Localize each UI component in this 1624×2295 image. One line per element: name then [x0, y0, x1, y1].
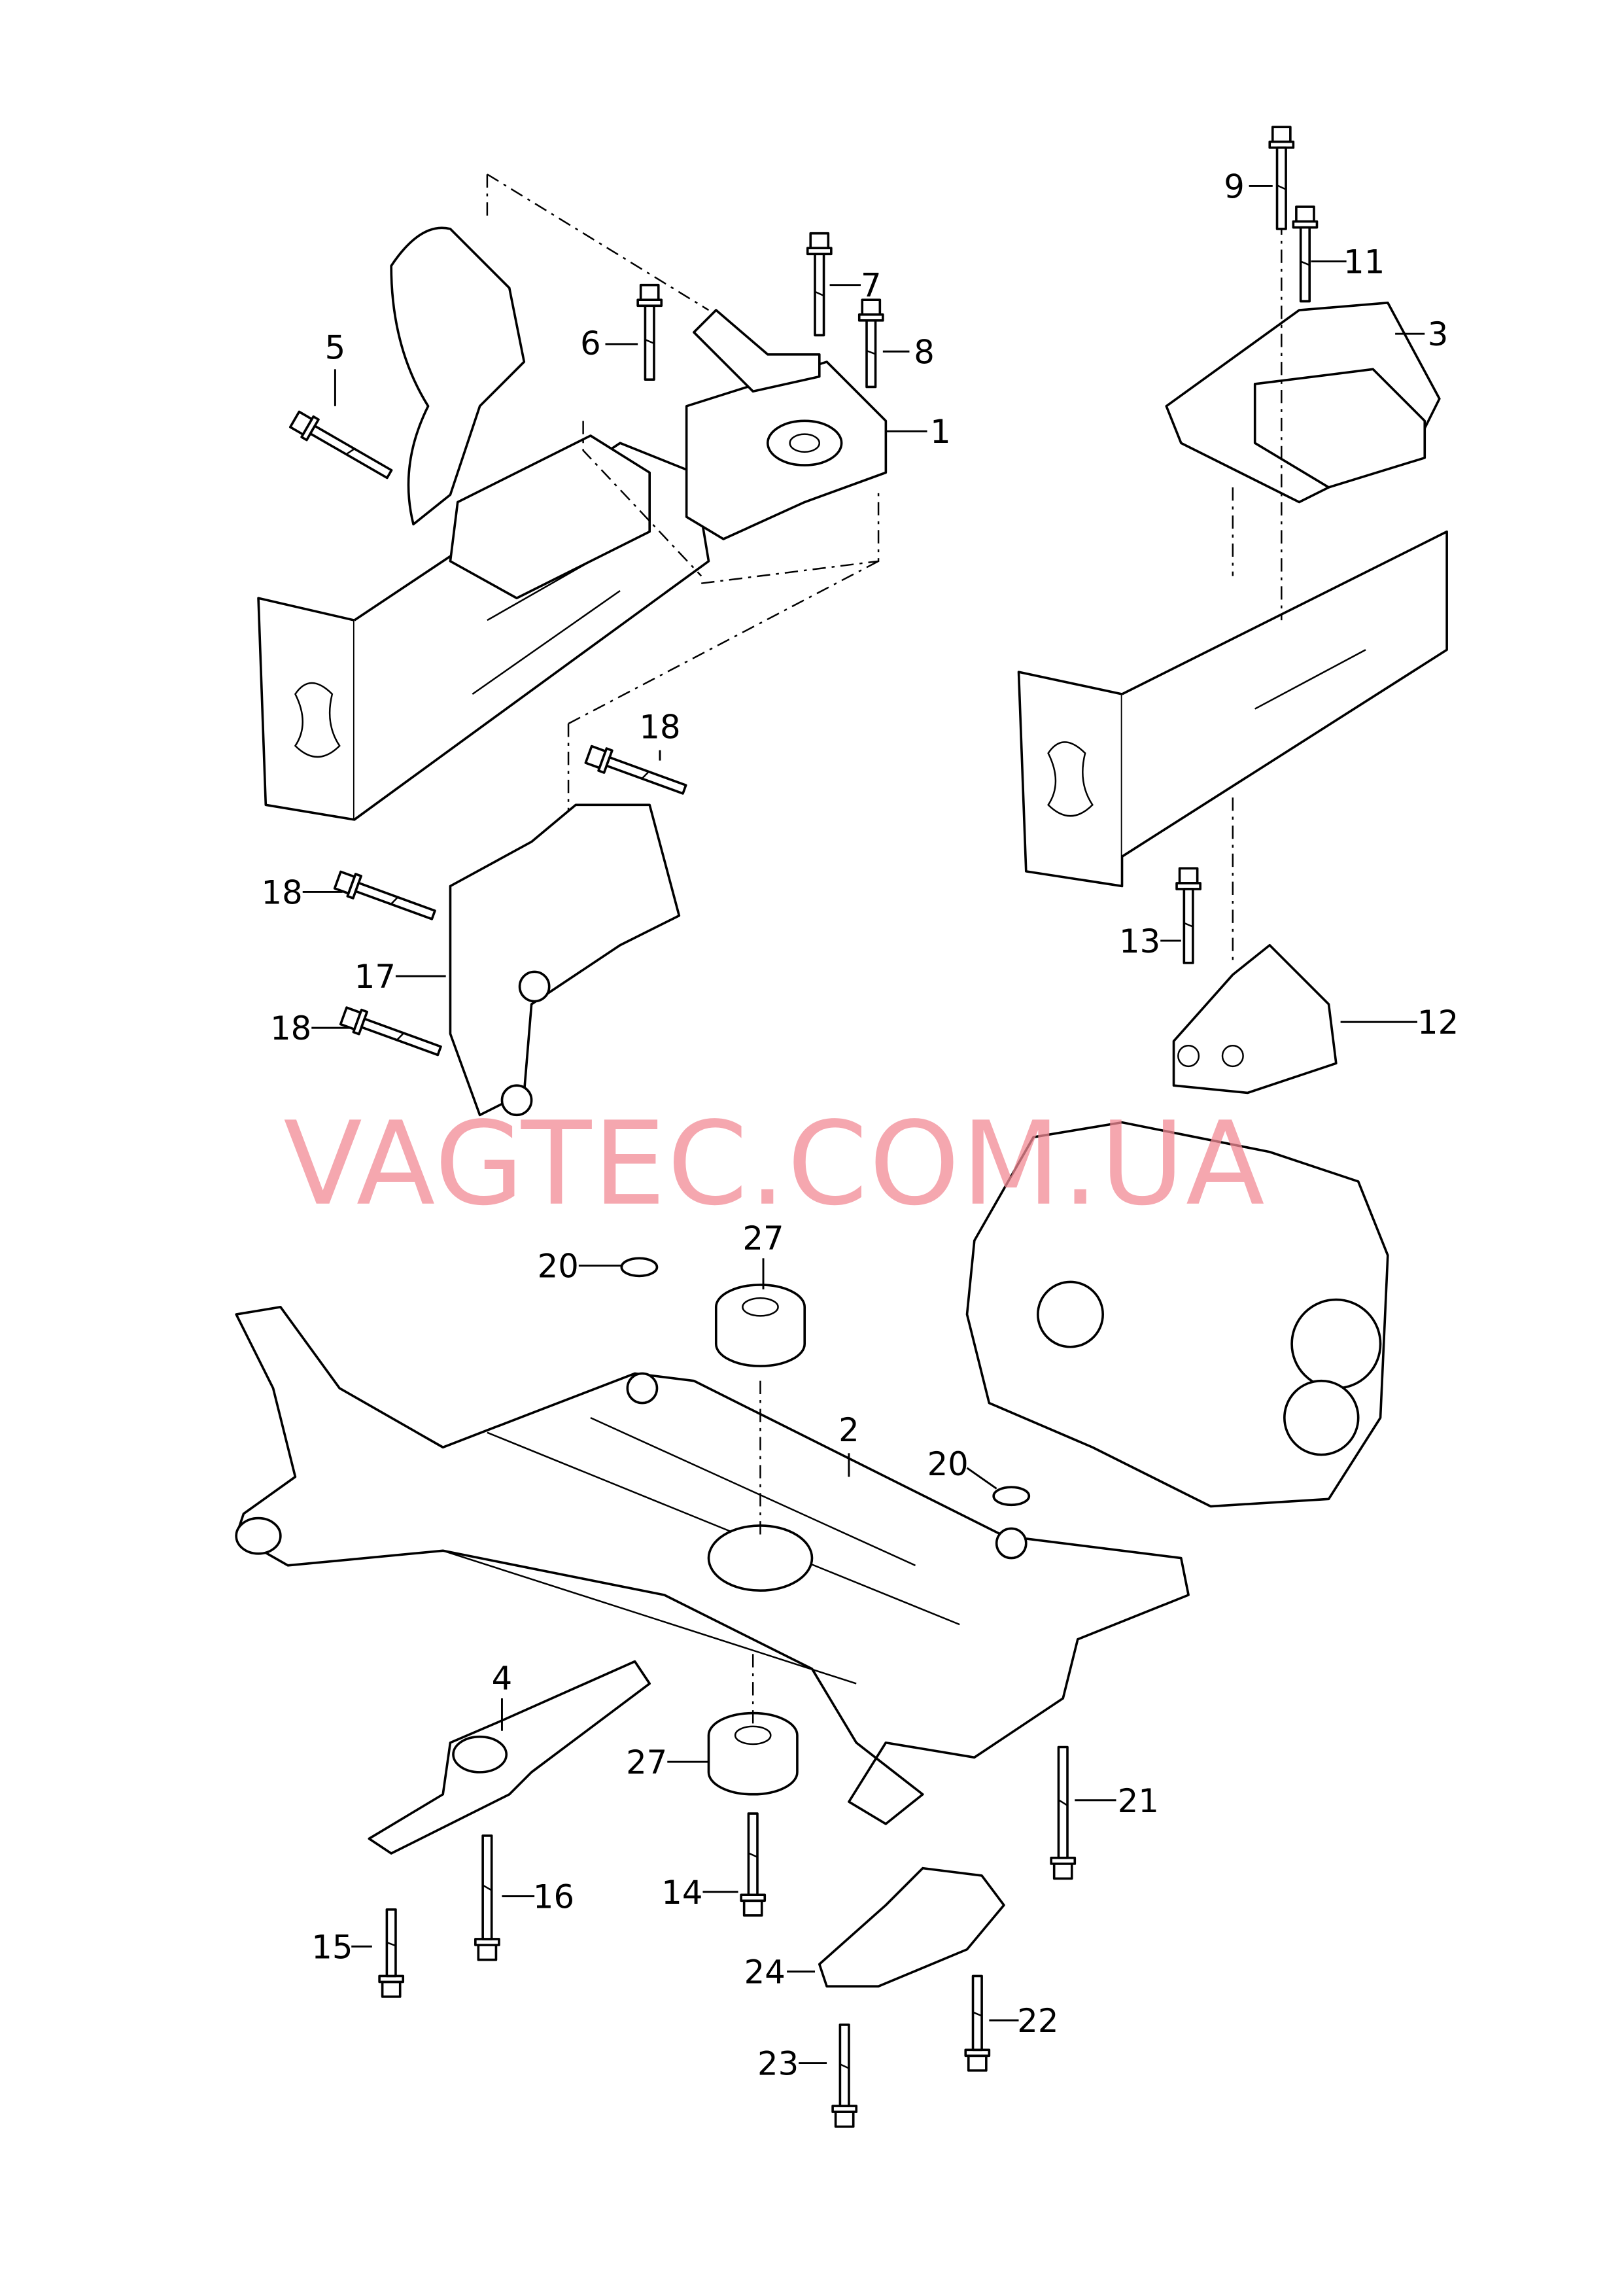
callout-12: 12 — [1340, 1004, 1459, 1042]
bracket-17 — [449, 803, 681, 1117]
bracket-24 — [818, 1866, 1005, 1988]
callout-7: 7 — [829, 267, 882, 305]
callout-label: 18 — [262, 874, 303, 912]
callout-8: 8 — [882, 333, 935, 371]
bolt-icon — [339, 1006, 442, 1057]
bolt-icon — [1268, 126, 1295, 230]
callout-label: 24 — [744, 1953, 786, 1991]
bolt-icon — [831, 2023, 858, 2128]
callout-18b: 18 — [262, 874, 343, 912]
callout-label: 11 — [1343, 243, 1385, 281]
watermark: VAGTEC.COM.UA — [283, 1097, 1266, 1231]
leader-line — [966, 1467, 997, 1490]
bolt-icon — [288, 410, 393, 480]
callout-label: 1 — [930, 413, 951, 451]
callout-16: 16 — [502, 1878, 574, 1916]
callout-label: 16 — [533, 1878, 574, 1916]
callout-27b: 27 — [626, 1743, 709, 1781]
callout-20a: 20 — [538, 1248, 623, 1286]
bushing-27-upper — [714, 1284, 806, 1367]
callout-label: 8 — [914, 333, 935, 371]
callout-label: 4 — [492, 1659, 513, 1697]
callout-21: 21 — [1075, 1782, 1159, 1820]
bolt-icon — [964, 1974, 991, 2072]
callout-label: 7 — [861, 267, 882, 305]
washer-20-right — [992, 1486, 1031, 1507]
callout-label: 12 — [1417, 1004, 1459, 1042]
callout-14: 14 — [661, 1874, 738, 1912]
callout-label: 14 — [661, 1874, 702, 1912]
bolt-icon — [474, 1834, 500, 1961]
subframe-2 — [235, 1305, 1190, 1825]
callout-label: 18 — [639, 709, 680, 746]
bolt-icon — [740, 1812, 767, 1917]
callout-9: 9 — [1224, 167, 1273, 205]
bolt-icon — [1050, 1745, 1077, 1880]
callout-18a: 18 — [639, 709, 681, 761]
right-frame-rail — [1017, 530, 1448, 888]
gearbox-bracket-12 — [1172, 943, 1338, 1095]
torque-rod-4 — [368, 1660, 651, 1855]
callout-11: 11 — [1311, 243, 1385, 281]
callout-13: 13 — [1119, 922, 1181, 960]
callout-label: 27 — [742, 1219, 784, 1257]
callout-24: 24 — [744, 1953, 816, 1991]
callout-label: 21 — [1118, 1782, 1159, 1820]
callout-label: 13 — [1119, 922, 1160, 960]
bolt-icon — [1175, 867, 1201, 964]
callout-label: 27 — [626, 1743, 667, 1781]
callout-27a: 27 — [742, 1219, 784, 1289]
bolt-icon — [857, 298, 884, 389]
callout-18c: 18 — [270, 1009, 352, 1047]
gearbox-mount-3 — [1165, 301, 1441, 504]
callout-label: 23 — [757, 2045, 799, 2083]
callout-22: 22 — [989, 2002, 1058, 2040]
callout-label: 18 — [270, 1009, 311, 1047]
callout-23: 23 — [757, 2045, 827, 2083]
callout-label: 17 — [354, 958, 396, 996]
callout-5: 5 — [325, 329, 346, 406]
engine-mount-1 — [685, 309, 888, 540]
callout-label: 2 — [838, 1411, 859, 1449]
callout-label: 20 — [927, 1445, 969, 1483]
bolt-icon — [378, 1908, 405, 1998]
bolt-icon — [333, 870, 436, 920]
gearbox — [965, 1121, 1389, 1508]
bolt-icon — [1292, 205, 1319, 303]
callout-20b: 20 — [927, 1445, 997, 1490]
callout-label: 5 — [325, 329, 346, 367]
bolt-icon — [636, 283, 663, 381]
callout-3: 3 — [1395, 315, 1448, 353]
callout-label: 15 — [311, 1928, 353, 1966]
callout-17: 17 — [354, 958, 446, 996]
bolts — [288, 126, 1319, 2128]
bushing-27-lower — [707, 1711, 799, 1796]
bolt-icon — [584, 745, 687, 795]
callout-6: 6 — [580, 324, 638, 362]
washer-20-left — [620, 1257, 659, 1278]
callout-label: 22 — [1017, 2002, 1058, 2040]
callout-4: 4 — [492, 1659, 513, 1731]
bolt-icon — [806, 232, 833, 337]
callout-label: 6 — [580, 324, 601, 362]
callout-label: 20 — [538, 1248, 579, 1286]
callout-1: 1 — [886, 413, 951, 451]
callout-label: 3 — [1428, 315, 1449, 353]
callout-label: 9 — [1224, 167, 1245, 205]
callout-2: 2 — [838, 1411, 859, 1477]
callout-15: 15 — [311, 1928, 372, 1966]
